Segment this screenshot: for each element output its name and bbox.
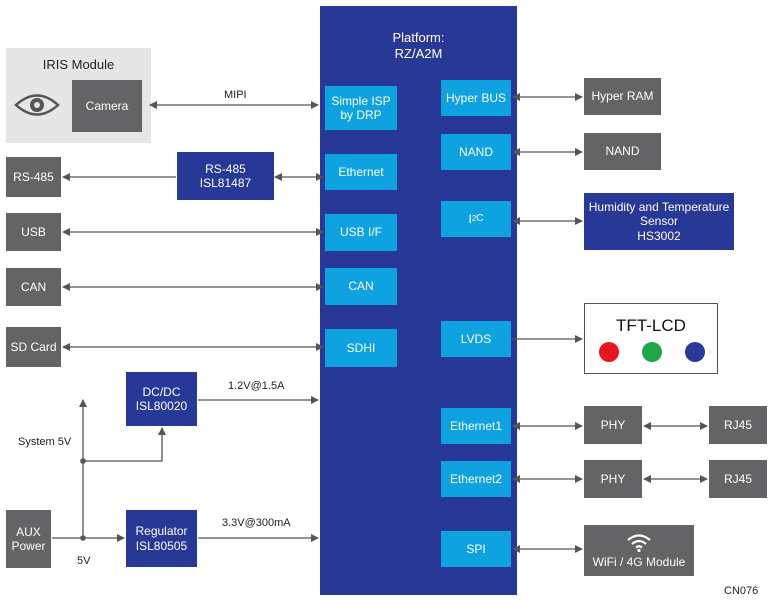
can-block: CAN xyxy=(325,268,397,305)
hyperram-block: Hyper RAM xyxy=(584,78,661,115)
sdcard-connector: SD Card xyxy=(6,327,61,367)
ethernet2-block: Ethernet2 xyxy=(441,461,511,497)
junction-5v xyxy=(80,535,86,541)
can-connector: CAN xyxy=(6,268,61,306)
v12-label: 1.2V@1.5A xyxy=(228,380,285,392)
camera-block: Camera xyxy=(72,80,142,132)
usb-connector: USB xyxy=(6,213,61,251)
v5-label: 5V xyxy=(77,555,91,567)
wifi-icon xyxy=(627,534,651,552)
i2c-label-sup: 2 xyxy=(471,214,477,224)
spi-block: SPI xyxy=(441,531,511,567)
blue-dot xyxy=(685,342,705,362)
dcdc-converter: DC/DC ISL80020 xyxy=(126,372,197,426)
i2c-label: I xyxy=(468,211,472,226)
tft-lcd-title: TFT-LCD xyxy=(616,316,686,335)
red-dot xyxy=(599,342,619,362)
wifi-4g-label: WiFi / 4G Module xyxy=(592,554,686,569)
figure-code: CN076 xyxy=(724,585,759,597)
simple-isp-block: Simple ISP by DRP xyxy=(325,86,397,130)
nand-flash-block: NAND xyxy=(584,133,661,170)
junction-dcdc xyxy=(80,458,86,464)
ethernet-block: Ethernet xyxy=(325,154,397,190)
ethernet1-block: Ethernet1 xyxy=(441,408,511,444)
wifi-4g-module: WiFi / 4G Module xyxy=(584,525,694,576)
platform-title: Platform: RZ/A2M xyxy=(392,30,445,61)
system-5v-label: System 5V xyxy=(18,436,72,448)
humidity-sensor-block: Humidity and Temperature Sensor HS3002 xyxy=(584,193,734,250)
rs485-transceiver: RS-485 ISL81487 xyxy=(177,152,274,200)
v33-label: 3.3V@300mA xyxy=(222,517,291,529)
tft-lcd-block: TFT-LCD xyxy=(584,303,718,374)
dcdc-feed-line xyxy=(83,427,166,462)
phy1-block: PHY xyxy=(584,406,642,444)
usb-if-block: USB I/F xyxy=(325,214,397,251)
rs485-connector: RS-485 xyxy=(6,157,61,197)
eye-icon xyxy=(14,94,60,116)
rj45-1-block: RJ45 xyxy=(709,406,767,444)
regulator: Regulator ISL80505 xyxy=(126,510,197,567)
sdhi-block: SDHI xyxy=(325,329,397,367)
phy2-block: PHY xyxy=(584,460,642,498)
green-dot xyxy=(642,342,662,362)
rj45-2-block: RJ45 xyxy=(709,460,767,498)
mipi-label: MIPI xyxy=(224,89,247,101)
aux-power-input: AUX Power xyxy=(6,510,51,568)
nand-block: NAND xyxy=(441,134,511,170)
iris-module-title: IRIS Module xyxy=(42,57,115,72)
lvds-block: LVDS xyxy=(441,321,511,357)
i2c-label-sub: C xyxy=(476,213,484,224)
hyperbus-block: Hyper BUS xyxy=(441,80,511,116)
